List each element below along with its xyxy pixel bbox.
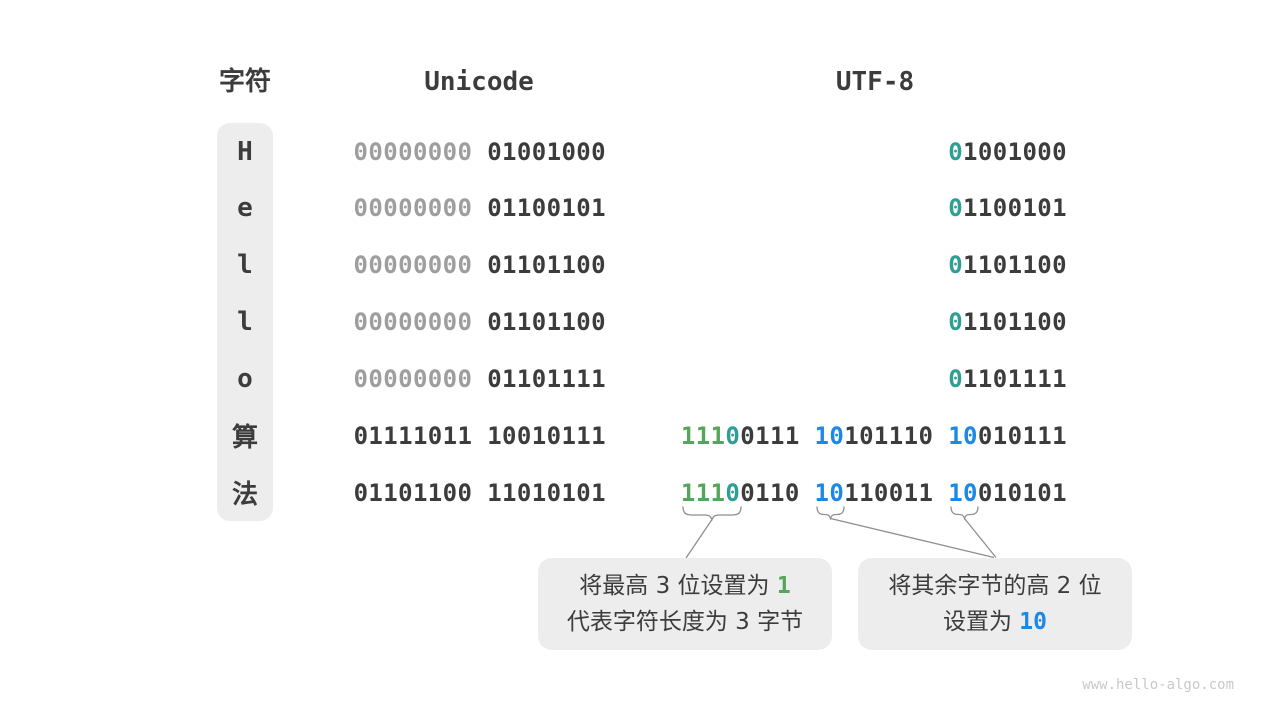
binary-segment-teal: 0 — [948, 364, 964, 393]
binary-segment-green: 111 — [680, 421, 726, 450]
binary-segment-teal: 0 — [948, 251, 964, 280]
column-header-utf8: UTF-8 — [835, 67, 915, 97]
highlight-blue-ten: 10 — [1019, 609, 1047, 635]
line-to-left-callout — [685, 519, 713, 559]
unicode-value-row: 00000000 01100101 — [354, 180, 606, 237]
binary-segment-blue: 10 — [814, 478, 845, 507]
binary-segment-gray: 00000000 — [353, 194, 473, 223]
unicode-value-row: 00000000 01101111 — [354, 350, 606, 407]
binary-segment-dark: 1100101 — [963, 194, 1067, 223]
binary-segment-dark: 01101100 — [472, 308, 606, 337]
binary-segment-teal: 0 — [948, 137, 964, 166]
character-cell: 算 — [231, 423, 258, 454]
binary-segment-teal: 0 — [948, 308, 964, 337]
unicode-value-row: 01111011 10010111 — [354, 407, 606, 464]
binary-segment-dark: 1101100 — [963, 251, 1067, 280]
binary-segment-dark: 010111 — [977, 421, 1067, 450]
binary-segment-dark: 01100101 — [472, 194, 606, 223]
binary-segment-gray: 00000000 — [353, 137, 473, 166]
callout-continuation-byte-rule: 将其余字节的高 2 位 设置为 10 — [858, 558, 1132, 650]
binary-segment-dark: 110011 — [844, 478, 949, 507]
callout-right-line2: 设置为 10 — [942, 609, 1047, 635]
unicode-value-row: 01101100 11010101 — [354, 464, 606, 521]
binary-segment-gray: 00000000 — [353, 251, 473, 280]
binary-segment-dark: 01111011 10010111 — [353, 421, 606, 450]
binary-segment-blue: 10 — [814, 421, 845, 450]
binary-segment-dark: 1101111 — [963, 364, 1067, 393]
callout-left-line2: 代表字符长度为 3 字节 — [566, 609, 804, 635]
character-cell: o — [237, 363, 253, 394]
binary-segment-teal: 0 — [725, 421, 741, 450]
binary-segment-teal: 0 — [725, 478, 741, 507]
binary-segment-dark: 1001000 — [963, 137, 1067, 166]
unicode-value-row: 00000000 01101100 — [354, 294, 606, 351]
binary-segment-dark: 01101111 — [472, 364, 606, 393]
unicode-value-row: 00000000 01101100 — [354, 237, 606, 294]
column-header-character: 字符 — [218, 67, 271, 97]
character-cell: l — [237, 307, 253, 338]
binary-segment-dark: 1101100 — [963, 308, 1067, 337]
binary-segment-gray: 00000000 — [353, 308, 473, 337]
unicode-value-row: 00000000 01001000 — [354, 123, 606, 180]
binary-segment-dark: 01101100 11010101 — [353, 478, 606, 507]
binary-segment-dark: 010101 — [977, 478, 1067, 507]
highlight-green-one: 1 — [776, 573, 791, 599]
binary-segment-dark: 01001000 — [472, 137, 606, 166]
callout-right-line1: 将其余字节的高 2 位 — [888, 573, 1102, 599]
binary-segment-blue: 10 — [948, 478, 978, 507]
callout-left-line1: 将最高 3 位设置为 1 — [579, 573, 791, 599]
character-cell: l — [237, 250, 253, 281]
binary-segment-teal: 0 — [948, 194, 964, 223]
watermark: www.hello-algo.com — [1082, 677, 1234, 693]
character-cell: 法 — [231, 480, 258, 511]
character-cell: H — [237, 136, 253, 167]
line-byte3-to-right-callout — [963, 518, 997, 558]
binary-segment-dark: 101110 — [844, 421, 949, 450]
line-byte2-to-right-callout — [830, 517, 995, 559]
binary-segment-dark: 01101100 — [472, 251, 606, 280]
binary-segment-dark: 0111 — [740, 421, 815, 450]
column-header-unicode: Unicode — [424, 67, 534, 97]
character-cell: e — [237, 193, 253, 224]
callout-first-byte-rule: 将最高 3 位设置为 1 代表字符长度为 3 字节 — [538, 558, 832, 650]
binary-segment-gray: 00000000 — [353, 364, 473, 393]
binary-segment-dark: 0110 — [740, 478, 815, 507]
binary-segment-blue: 10 — [948, 421, 978, 450]
binary-segment-green: 111 — [680, 478, 726, 507]
